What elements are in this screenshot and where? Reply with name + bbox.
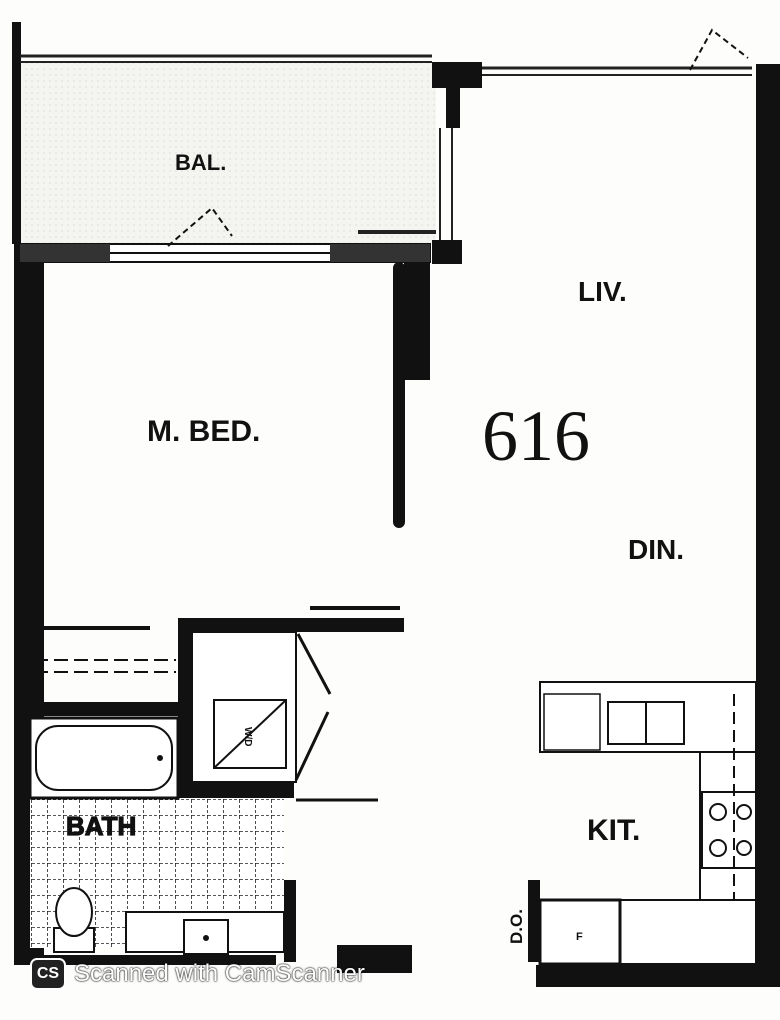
camscanner-text: Scanned with CamScanner xyxy=(74,960,365,987)
bathroom xyxy=(28,716,285,955)
room-label-master-bedroom: M. BED. xyxy=(147,415,260,448)
door-swing-balcony xyxy=(167,28,749,247)
vanity xyxy=(125,911,285,955)
washer-dryer-label: W/D xyxy=(242,727,253,746)
room-label-kitchen: KIT. xyxy=(587,814,640,847)
closet xyxy=(34,606,400,673)
balcony-glazing xyxy=(19,243,431,263)
toilet xyxy=(53,887,95,953)
room-label-dining: DIN. xyxy=(628,534,684,565)
camscanner-logo: CS xyxy=(30,958,66,990)
room-label-balcony: BAL. xyxy=(175,150,226,175)
balcony-floor xyxy=(18,62,436,244)
fridge xyxy=(538,898,622,966)
balcony-railing xyxy=(20,54,752,240)
laundry-closet xyxy=(191,631,378,802)
room-label-living: LIV. xyxy=(578,276,627,307)
interior-walls xyxy=(28,262,430,798)
unit-number: 616 xyxy=(482,396,590,476)
fridge-label: F xyxy=(576,931,583,943)
camscanner-watermark: CS Scanned with CamScanner xyxy=(30,958,365,990)
cooktop xyxy=(701,791,757,869)
kitchen xyxy=(528,681,757,966)
room-label-bath: BATH xyxy=(66,811,136,841)
dryer-outlet-label: D.O. xyxy=(507,909,526,944)
